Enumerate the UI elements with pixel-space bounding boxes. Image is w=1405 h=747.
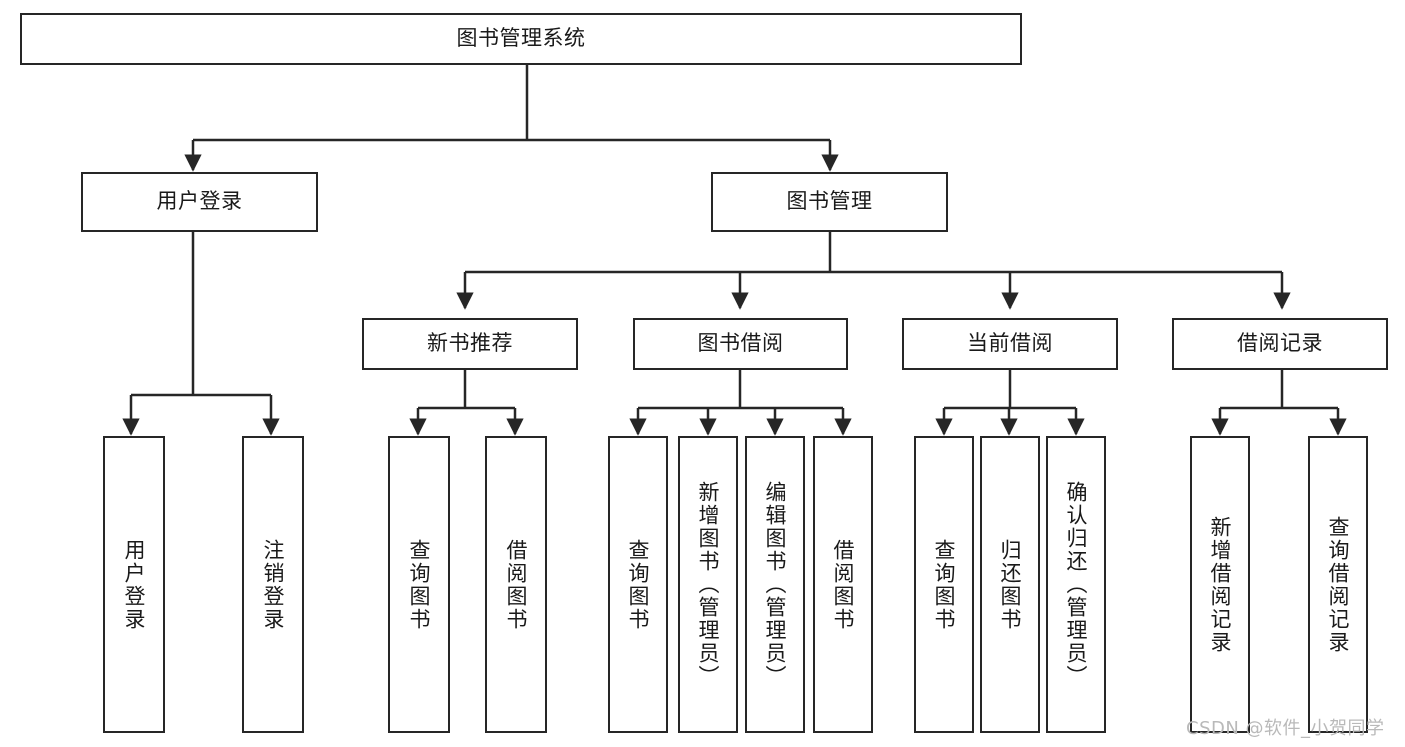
leaf-user-logout[interactable]: 注销登录 bbox=[242, 436, 304, 733]
node-new-book-recommend[interactable]: 新书推荐 bbox=[362, 318, 578, 370]
node-label: 查询借阅记录 bbox=[1326, 515, 1351, 654]
node-label: 用户登录 bbox=[122, 538, 147, 631]
node-book-management[interactable]: 图书管理 bbox=[711, 172, 948, 232]
leaf-add-book-admin[interactable]: 新增图书（管理员） bbox=[678, 436, 738, 733]
node-label: 用户登录 bbox=[156, 189, 243, 214]
node-label: 借阅图书 bbox=[504, 538, 529, 631]
leaf-query-book-current[interactable]: 查询图书 bbox=[914, 436, 974, 733]
node-label: 新增借阅记录 bbox=[1208, 515, 1233, 654]
node-book-borrow[interactable]: 图书借阅 bbox=[633, 318, 848, 370]
node-label: 编辑图书（管理员） bbox=[763, 481, 788, 688]
node-root-book-management-system[interactable]: 图书管理系统 bbox=[20, 13, 1022, 65]
leaf-query-book-recommend[interactable]: 查询图书 bbox=[388, 436, 450, 733]
watermark: CSDN @软件_小贺同学 bbox=[1186, 718, 1385, 739]
node-borrow-record[interactable]: 借阅记录 bbox=[1172, 318, 1388, 370]
node-label: 归还图书 bbox=[998, 538, 1023, 631]
node-label: 借阅记录 bbox=[1237, 331, 1323, 356]
node-label: 确认归还（管理员） bbox=[1064, 481, 1089, 688]
node-label: 查询图书 bbox=[407, 538, 432, 631]
node-label: 新增图书（管理员） bbox=[696, 481, 721, 688]
leaf-add-borrow-record[interactable]: 新增借阅记录 bbox=[1190, 436, 1250, 733]
leaf-query-borrow-record[interactable]: 查询借阅记录 bbox=[1308, 436, 1368, 733]
leaf-edit-book-admin[interactable]: 编辑图书（管理员） bbox=[745, 436, 805, 733]
node-label: 注销登录 bbox=[261, 538, 286, 631]
node-label: 新书推荐 bbox=[427, 331, 513, 356]
leaf-borrow-book[interactable]: 借阅图书 bbox=[813, 436, 873, 733]
leaf-confirm-return-admin[interactable]: 确认归还（管理员） bbox=[1046, 436, 1106, 733]
node-label: 图书借阅 bbox=[697, 331, 784, 356]
node-label: 借阅图书 bbox=[831, 538, 856, 631]
leaf-query-book-borrow[interactable]: 查询图书 bbox=[608, 436, 668, 733]
leaf-borrow-book-recommend[interactable]: 借阅图书 bbox=[485, 436, 547, 733]
node-current-borrow[interactable]: 当前借阅 bbox=[902, 318, 1118, 370]
node-label: 图书管理系统 bbox=[456, 26, 586, 51]
node-label: 查询图书 bbox=[932, 538, 957, 631]
node-label: 查询图书 bbox=[626, 538, 651, 631]
leaf-return-book[interactable]: 归还图书 bbox=[980, 436, 1040, 733]
node-label: 图书管理 bbox=[786, 189, 873, 214]
node-user-login[interactable]: 用户登录 bbox=[81, 172, 318, 232]
leaf-user-login[interactable]: 用户登录 bbox=[103, 436, 165, 733]
node-label: 当前借阅 bbox=[967, 331, 1053, 356]
